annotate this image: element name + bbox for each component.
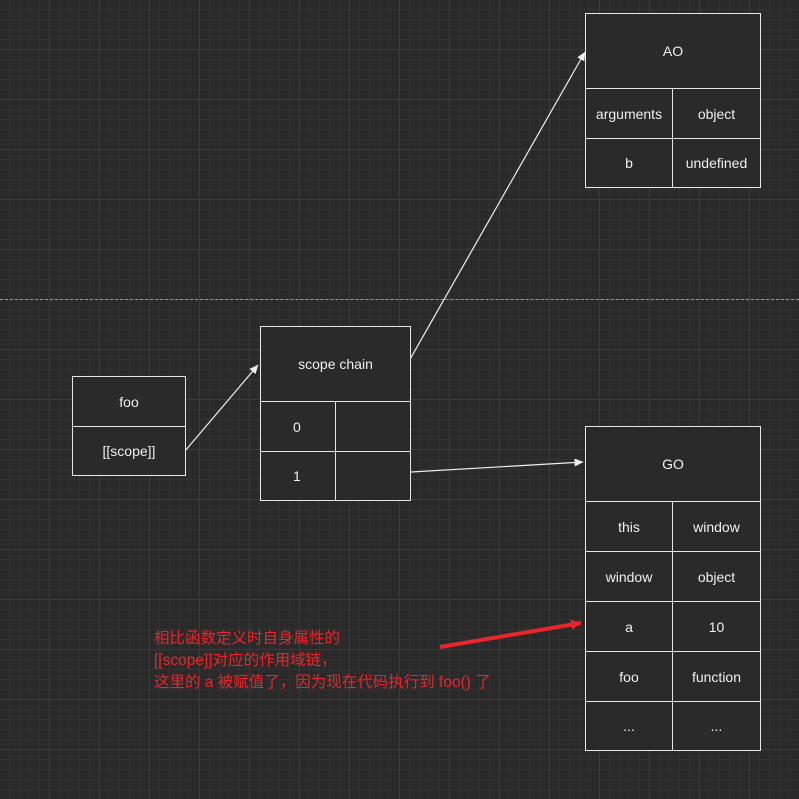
scope-chain-index-0: 0	[260, 401, 336, 452]
arrow-foo-scope-to-scope-chain	[184, 364, 259, 452]
annotation-line: 相比函数定义时自身属性的	[154, 630, 341, 647]
go-value: object	[672, 551, 761, 602]
go-value: 10	[672, 601, 761, 652]
scope-chain-index-1: 1	[260, 451, 336, 501]
annotation-line: 这里的 a 被赋值了，因为现在代码执行到 foo() 了	[154, 674, 491, 691]
foo-box-scope: [[scope]]	[72, 426, 186, 476]
go-value: function	[672, 651, 761, 702]
annotation-line: [[scope]]对应的作用域链，	[154, 652, 337, 669]
ao-value: object	[672, 88, 761, 139]
go-value: window	[672, 501, 761, 552]
go-key: ...	[585, 701, 673, 751]
ao-value: undefined	[672, 138, 761, 188]
scope-chain-title: scope chain	[260, 326, 411, 402]
foo-box-title: foo	[72, 376, 186, 427]
go-value: ...	[672, 701, 761, 751]
ao-key: b	[585, 138, 673, 188]
annotation-text: 相比函数定义时自身属性的 [[scope]]对应的作用域链， 这里的 a 被赋值…	[154, 628, 491, 694]
go-key: a	[585, 601, 673, 652]
ao-key: arguments	[585, 88, 673, 139]
go-key: window	[585, 551, 673, 602]
scope-chain-ref-0	[335, 401, 411, 452]
stack-heap-divider	[0, 299, 799, 300]
annotation-arrow	[439, 619, 582, 649]
scope-chain-ref-1	[335, 451, 411, 501]
go-key: this	[585, 501, 673, 552]
go-title: GO	[585, 426, 761, 502]
go-key: foo	[585, 651, 673, 702]
ao-title: AO	[585, 13, 761, 89]
